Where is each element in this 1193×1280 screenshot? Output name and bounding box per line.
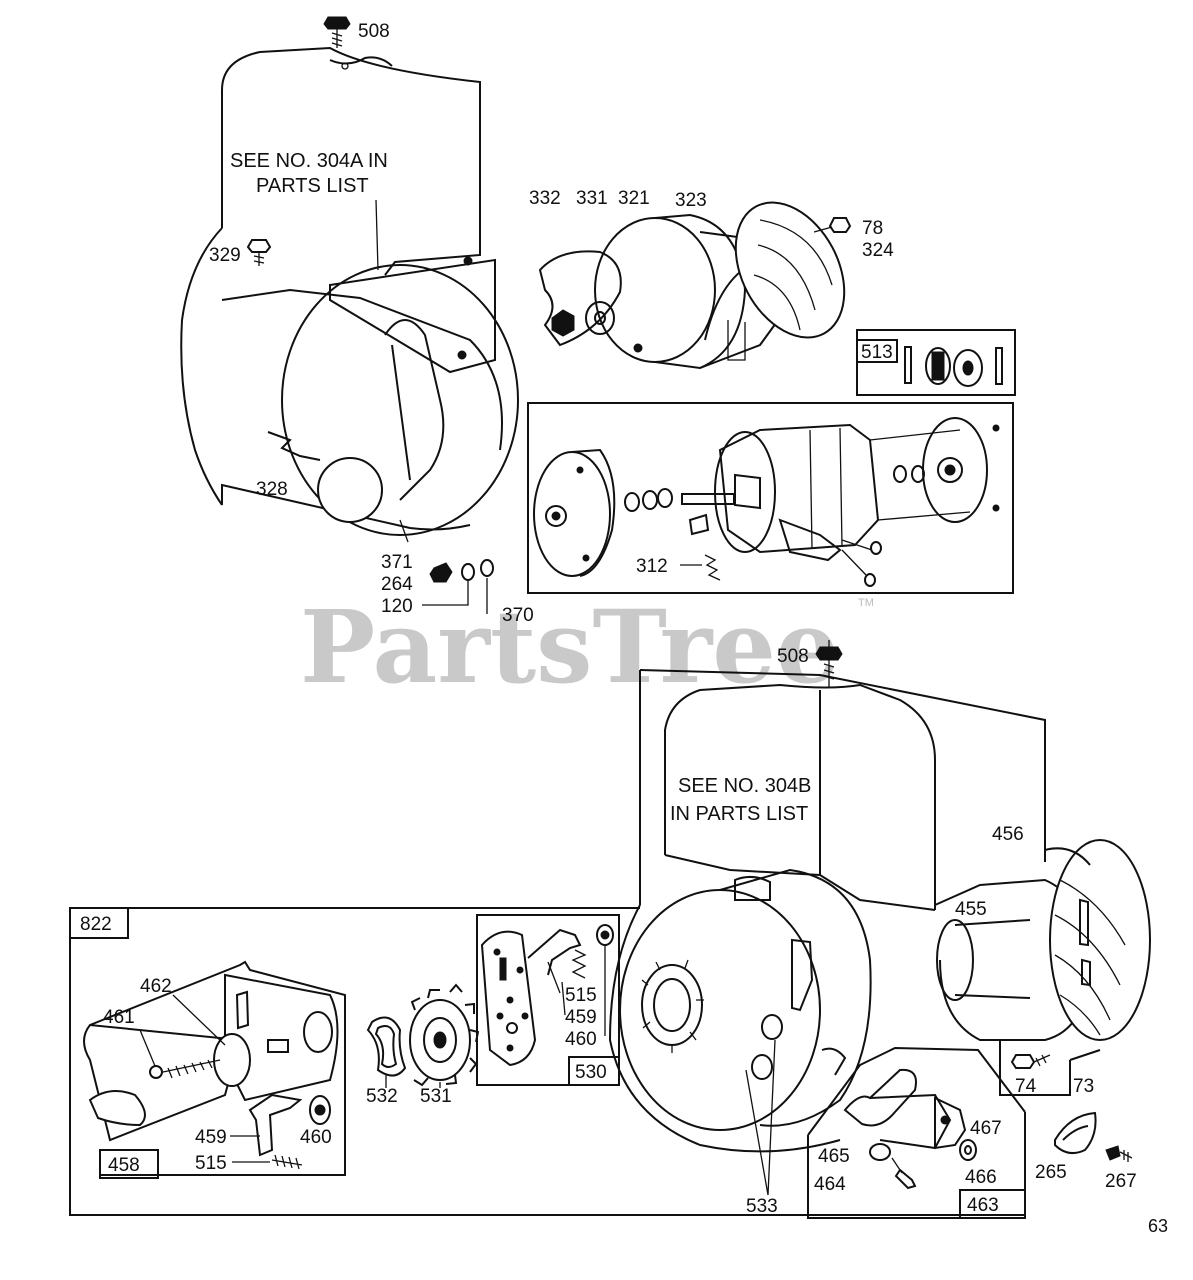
label-513: 513 [861, 342, 893, 363]
bolt-508-mid [815, 640, 843, 688]
label-267: 267 [1105, 1171, 1137, 1192]
label-466: 466 [965, 1167, 997, 1188]
label-533: 533 [746, 1196, 778, 1217]
label-515-left: 515 [195, 1153, 227, 1174]
box-530 [476, 914, 620, 1086]
upper-pulley-assembly [538, 201, 852, 370]
label-465: 465 [818, 1146, 850, 1167]
bolt-74 [999, 1040, 1101, 1096]
starter-box [527, 402, 1014, 594]
label-463: 463 [967, 1195, 999, 1216]
lower-note-line2: IN PARTS LIST [670, 803, 808, 825]
box-513 [856, 329, 1016, 396]
gasket-532-gear-531 [366, 983, 480, 1088]
label-464: 464 [814, 1174, 846, 1195]
watermark-trademark: TM [858, 597, 874, 609]
label-312: 312 [636, 556, 668, 577]
bolt-508-top [323, 16, 351, 48]
label-459-left: 459 [195, 1127, 227, 1148]
box-463 [807, 1046, 1026, 1219]
label-370: 370 [502, 605, 534, 626]
label-531: 531 [420, 1086, 452, 1107]
label-78: 78 [862, 218, 883, 239]
lower-blower-housing [608, 669, 1151, 1153]
label-321: 321 [618, 188, 650, 209]
label-264: 264 [381, 574, 413, 595]
leader-533 [745, 1039, 776, 1196]
label-530: 530 [575, 1062, 607, 1083]
label-515-right: 515 [565, 985, 597, 1006]
clip-265-screw-267 [1054, 1111, 1133, 1162]
label-460-left: 460 [300, 1127, 332, 1148]
label-458: 458 [108, 1155, 140, 1176]
label-324: 324 [862, 240, 894, 261]
label-508-top: 508 [358, 21, 390, 42]
label-822: 822 [80, 914, 112, 935]
label-459-right: 459 [565, 1007, 597, 1028]
label-74: 74 [1015, 1076, 1037, 1097]
label-532: 532 [366, 1086, 398, 1107]
bolt-329 [246, 239, 272, 266]
label-331: 331 [576, 188, 608, 209]
label-467: 467 [970, 1118, 1002, 1139]
label-455: 455 [955, 899, 987, 920]
label-508-mid: 508 [777, 646, 809, 667]
label-73: 73 [1073, 1076, 1094, 1097]
label-323: 323 [675, 190, 707, 211]
label-456: 456 [992, 824, 1024, 845]
upper-note-line1: SEE NO. 304A IN [230, 150, 388, 172]
label-328: 328 [256, 479, 288, 500]
upper-blower-housing [180, 46, 519, 536]
page-number: 63 [1148, 1216, 1168, 1236]
lower-note-line1: SEE NO. 304B [678, 775, 811, 797]
label-371: 371 [381, 552, 413, 573]
label-462: 462 [140, 976, 172, 997]
nut-264-washers [399, 519, 494, 614]
upper-note-line2: PARTS LIST [256, 175, 369, 197]
label-120: 120 [381, 596, 413, 617]
label-332: 332 [529, 188, 561, 209]
link-assembly-458 [83, 960, 346, 1179]
label-265: 265 [1035, 1162, 1067, 1183]
label-460-right: 460 [565, 1029, 597, 1050]
label-461: 461 [103, 1007, 135, 1028]
label-329: 329 [209, 245, 241, 266]
